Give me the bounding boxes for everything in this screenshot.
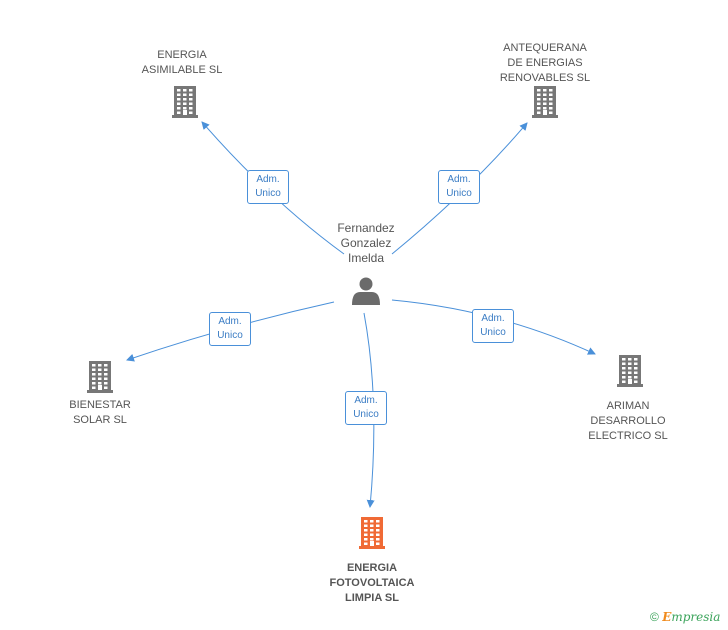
building-icon[interactable] bbox=[617, 355, 643, 387]
company-name-bienestar-solar[interactable]: BIENESTAR SOLAR SL bbox=[69, 399, 131, 426]
company-name-antequerana[interactable]: ANTEQUERANA DE ENERGIAS RENOVABLES SL bbox=[499, 42, 591, 84]
building-icon[interactable] bbox=[172, 86, 198, 118]
building-icon[interactable] bbox=[532, 86, 558, 118]
company-name-energia-fotovoltaica[interactable]: ENERGIA FOTOVOLTAICA LIMPIA SL bbox=[329, 562, 415, 604]
building-icon[interactable] bbox=[359, 517, 385, 549]
building-icon[interactable] bbox=[87, 361, 113, 393]
copyright-icon: © bbox=[650, 610, 659, 624]
empresia-logo: Empresia bbox=[662, 610, 721, 624]
relation-label-antequerana[interactable]: Adm. Unico bbox=[438, 170, 480, 204]
relation-label-ariman[interactable]: Adm. Unico bbox=[472, 309, 514, 343]
company-name-ariman[interactable]: ARIMAN DESARROLLO ELECTRICO SL bbox=[588, 400, 668, 442]
relation-label-energia-asimilable[interactable]: Adm. Unico bbox=[247, 170, 289, 204]
footer-brand: © Empresia bbox=[650, 610, 720, 624]
company-name-energia-asimilable[interactable]: ENERGIA ASIMILABLE SL bbox=[141, 49, 223, 76]
relation-label-energia-fotovoltaica[interactable]: Adm. Unico bbox=[345, 391, 387, 425]
person-name[interactable]: Fernandez Gonzalez Imelda bbox=[337, 221, 395, 265]
person-icon[interactable] bbox=[352, 277, 380, 306]
relation-label-bienestar-solar[interactable]: Adm. Unico bbox=[209, 312, 251, 346]
